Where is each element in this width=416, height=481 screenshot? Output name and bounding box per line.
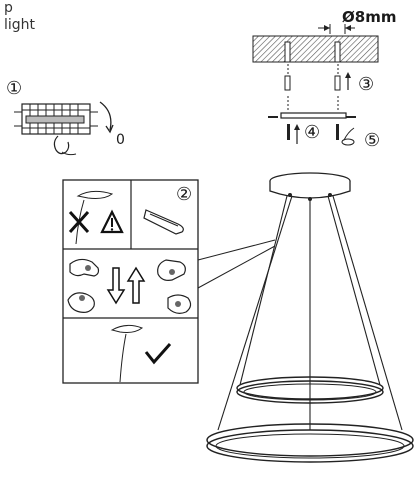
arrow-up-icon: [126, 266, 146, 304]
check-icon: [144, 343, 172, 365]
hole-dimension: [318, 24, 355, 34]
cross-icon: [68, 210, 90, 234]
mounting-bracket: [268, 96, 356, 119]
step-1-marker: ①: [6, 78, 23, 99]
screwdriver-icon: [143, 209, 184, 235]
breaker-illustration: [14, 103, 98, 156]
hand-icon: [67, 258, 100, 313]
wall-plugs: [284, 64, 351, 91]
step-2-marker: ②: [176, 184, 193, 205]
instruction-panel: [62, 179, 276, 384]
warning-triangle-icon: [100, 209, 124, 234]
switch-off-label: 0: [116, 132, 125, 148]
header-text: p light: [4, 0, 35, 34]
hand-icon: [157, 259, 192, 314]
step-5-marker: ⑤: [364, 130, 381, 151]
header-text-line-2: light: [4, 17, 36, 33]
screws: [287, 124, 355, 146]
header-text-line-1: p: [4, 0, 13, 16]
step-3-marker: ③: [358, 74, 375, 95]
hole-diameter-label: Ø8mm: [342, 8, 397, 26]
arrow-down-icon: [106, 267, 126, 305]
ceiling-section: [252, 35, 379, 63]
step-4-marker: ④: [304, 122, 321, 143]
pendant-lamp: [206, 172, 414, 463]
rotation-arrow: [99, 101, 112, 131]
ceiling-wire-sketch: [110, 324, 144, 383]
